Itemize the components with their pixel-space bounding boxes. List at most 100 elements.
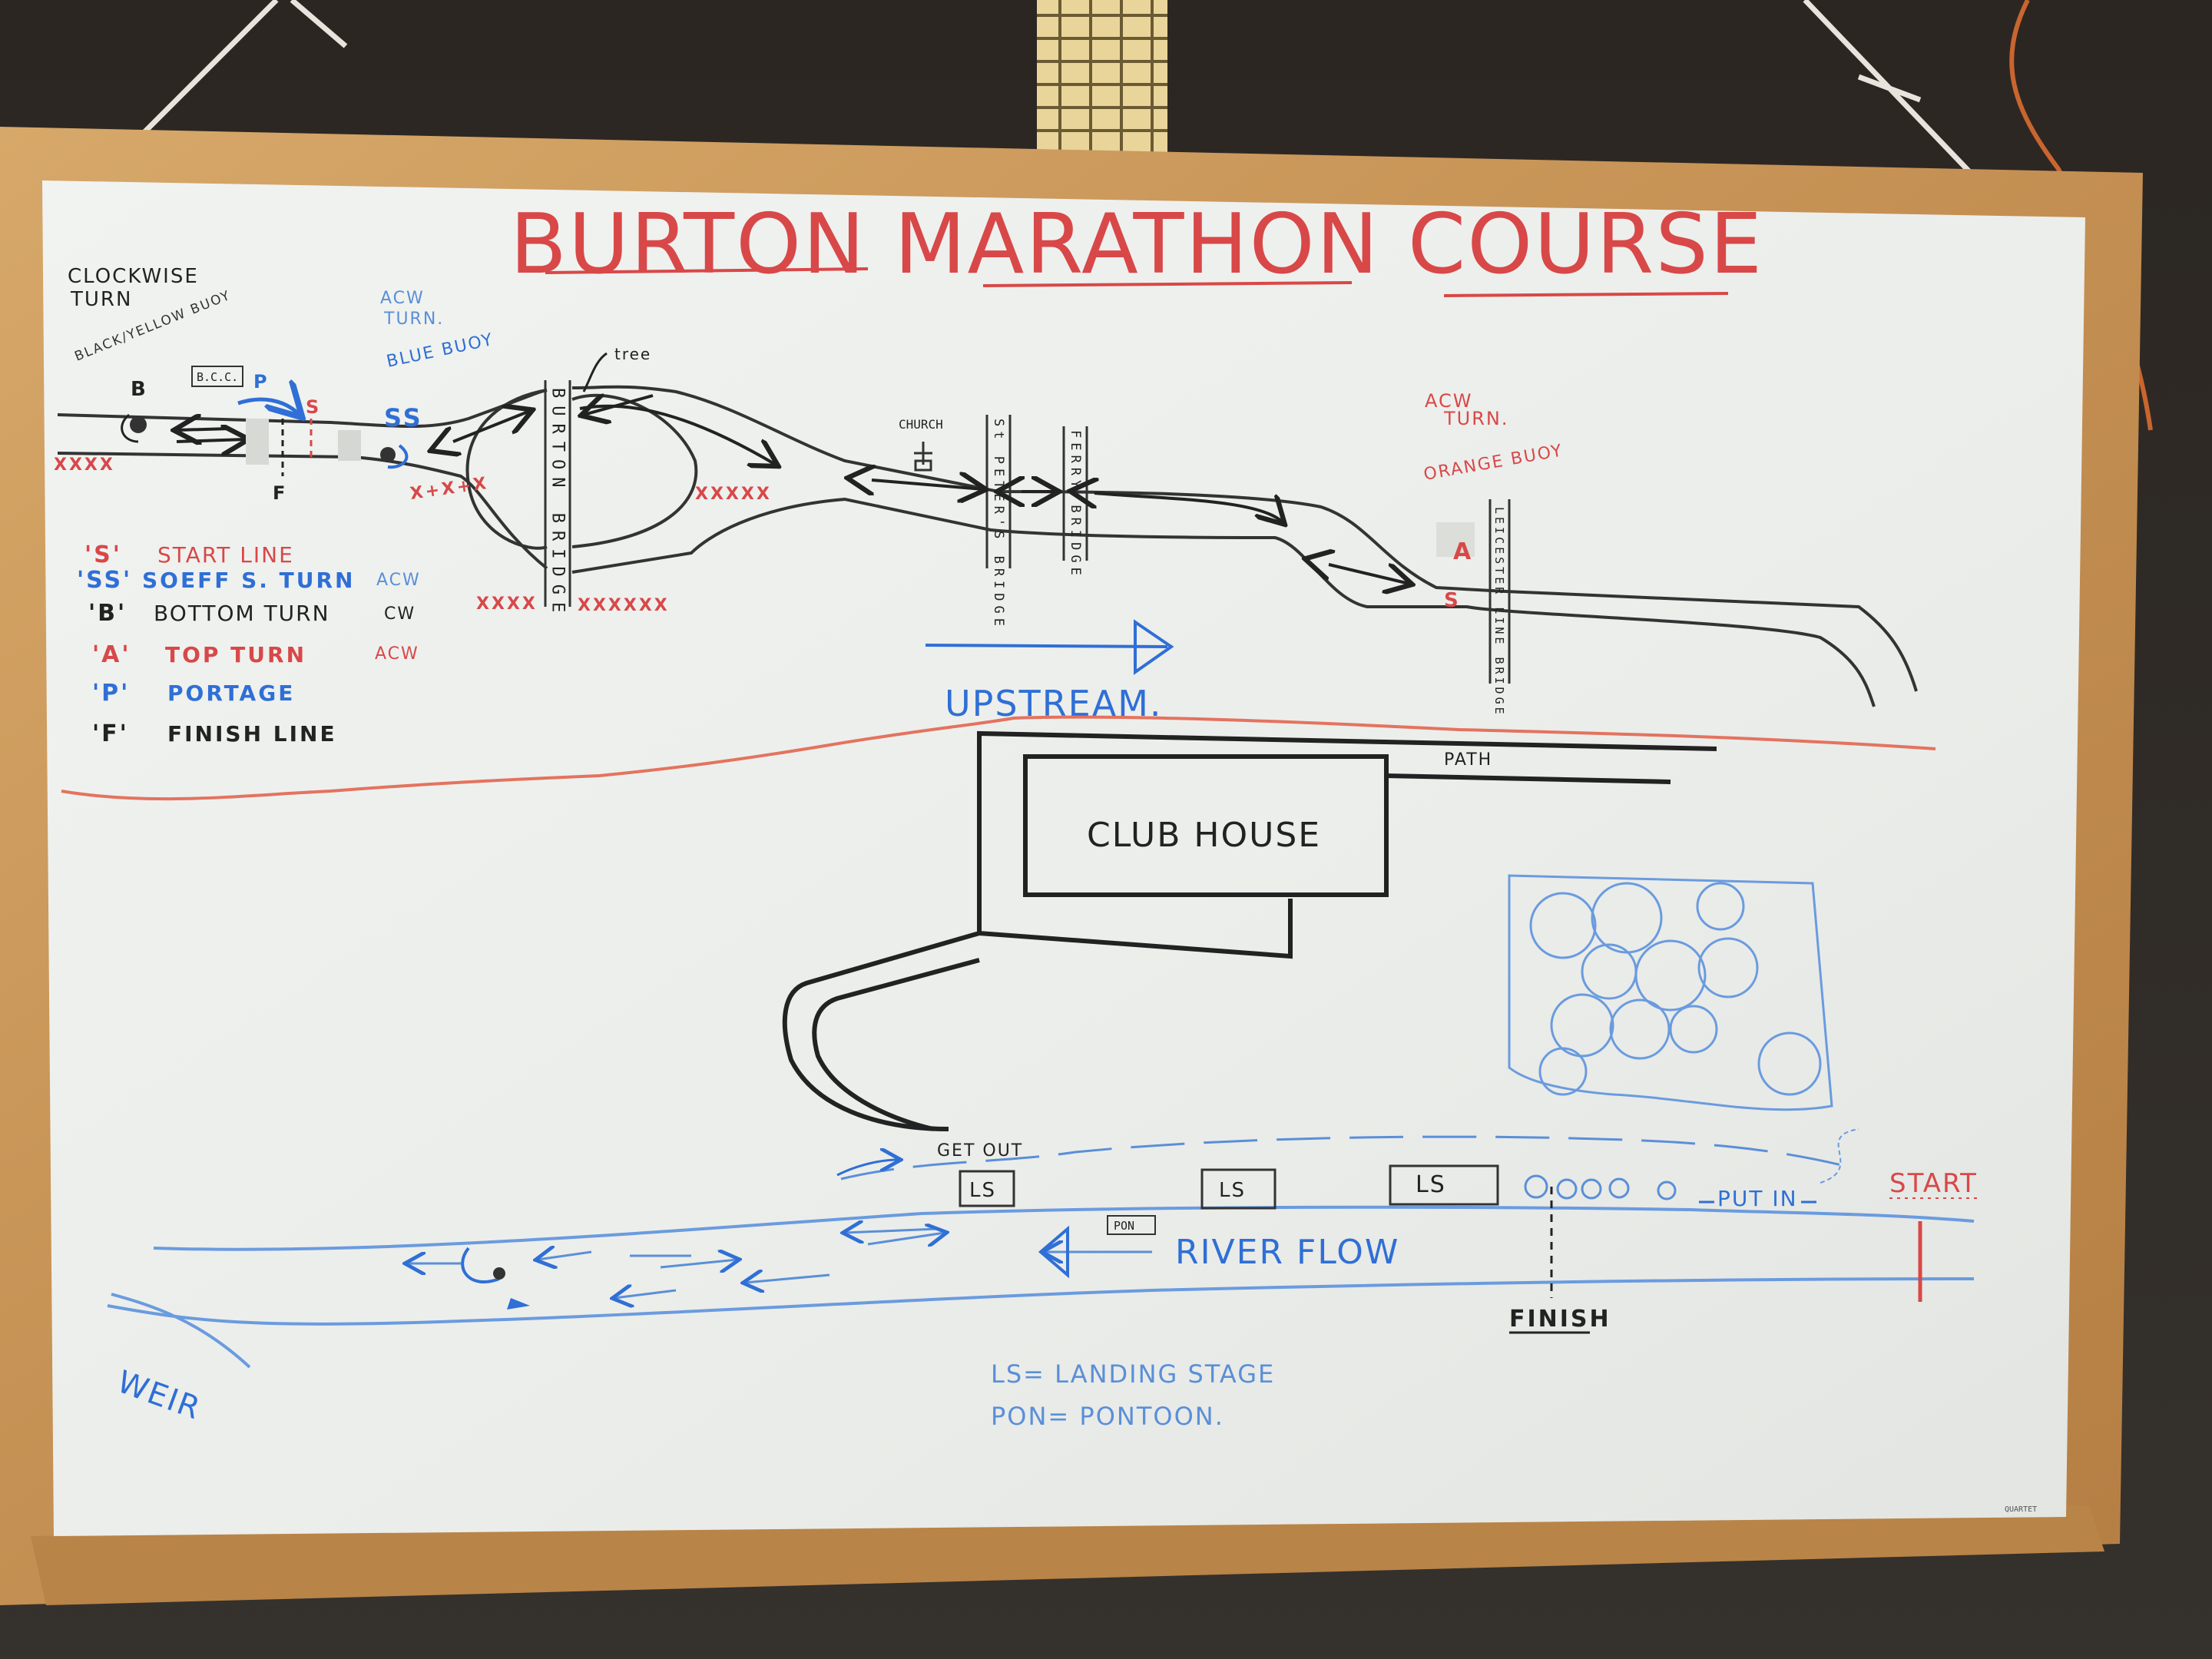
club-house-label: CLUB HOUSE xyxy=(1087,816,1321,855)
whiteboard-surface xyxy=(42,180,2085,1536)
burton-bridge xyxy=(544,380,571,607)
svg-text:BOTTOM TURN: BOTTOM TURN xyxy=(154,601,330,626)
svg-text:START LINE: START LINE xyxy=(157,542,294,568)
svg-text:PON: PON xyxy=(1114,1219,1134,1233)
svg-text:LS: LS xyxy=(1219,1179,1246,1202)
leicester-line-bridge-label: LEICESTER LINE BRIDGE xyxy=(1492,507,1506,717)
portage-p-label: P xyxy=(253,371,270,392)
top-turn-a-label: A xyxy=(1453,538,1473,565)
svg-text:XXXX: XXXX xyxy=(476,594,538,614)
svg-text:'P': 'P' xyxy=(92,680,130,707)
board-title: BURTON MARATHON COURSE xyxy=(510,197,1763,293)
landing-stage: LS xyxy=(1200,1168,1277,1210)
acw-turn-right-1: ACW xyxy=(1425,390,1472,412)
ss-turn-arrow-icon xyxy=(387,444,409,469)
weir-turn-arrow-icon xyxy=(461,1247,500,1284)
upstream-arrow xyxy=(925,644,1168,648)
leicester-line-bridge xyxy=(1488,499,1511,684)
acw-turn-right-2: TURN. xyxy=(1443,408,1508,429)
portage-arrow-icon xyxy=(237,399,300,415)
svg-text:'F': 'F' xyxy=(92,720,129,747)
acw-turn-left-1: ACW xyxy=(380,289,425,308)
clockwise-turn-label-2: TURN xyxy=(70,288,132,311)
legend-row: 'S' START LINE xyxy=(84,541,294,568)
access-road-inner xyxy=(812,958,980,1131)
put-in-path xyxy=(1820,1128,1859,1184)
portage-smudge xyxy=(246,419,269,465)
path-label: PATH xyxy=(1444,750,1492,770)
weir-buoy-marker xyxy=(493,1267,505,1280)
buoy-a-smudge xyxy=(1436,522,1475,557)
flow-arrows xyxy=(407,1229,1152,1298)
svg-text:LS: LS xyxy=(969,1179,996,1202)
svg-text:ACW: ACW xyxy=(376,571,421,590)
club-house-outline xyxy=(1023,754,1389,897)
clockwise-turn-label-1: CLOCKWISE xyxy=(68,265,199,288)
church-label: CHURCH xyxy=(899,417,943,432)
svg-text:XXXXX: XXXXX xyxy=(695,485,772,504)
trees-icon xyxy=(1529,882,1822,1096)
landing-stage: LS xyxy=(959,1170,1015,1207)
finish-f-label: F xyxy=(273,482,287,504)
svg-text:S: S xyxy=(1444,589,1461,612)
get-out-arrow-icon xyxy=(836,1160,899,1177)
legend-row: 'A' TOP TURN ACW xyxy=(92,641,419,668)
svg-text:SOEFF S. TURN: SOEFF S. TURN xyxy=(142,568,355,593)
club-perimeter xyxy=(977,730,1717,933)
svg-text:XXXXXX: XXXXXX xyxy=(578,596,670,615)
ceiling-light xyxy=(1037,0,1167,154)
svg-text:TOP TURN: TOP TURN xyxy=(165,642,306,667)
soeff-ss-label: SS xyxy=(384,403,423,432)
river-bank-bottom xyxy=(107,1277,1975,1326)
pontoon: PON xyxy=(1107,1215,1156,1235)
club-map: CLUB HOUSE PATH WEIR xyxy=(107,730,1982,1431)
svg-text:FINISH LINE: FINISH LINE xyxy=(167,721,337,747)
buoy-b-marker xyxy=(130,416,147,433)
burton-bridge-label: BURTON BRIDGE xyxy=(548,388,568,620)
bottom-turn-arrow-icon xyxy=(121,413,139,443)
key-pontoon: PON= PONTOON. xyxy=(991,1402,1224,1431)
trees-area xyxy=(1508,874,1833,1111)
landing-stage: LS xyxy=(1389,1164,1499,1206)
river-flow-arrow-icon xyxy=(1038,1225,1069,1279)
svg-text:XXXX: XXXX xyxy=(54,455,115,475)
legend-row: 'P' PORTAGE xyxy=(92,680,295,707)
key-landing-stage: LS= LANDING STAGE xyxy=(991,1359,1275,1389)
hanging-strings xyxy=(128,0,1984,187)
path-line xyxy=(1386,773,1671,784)
river-bank-top xyxy=(153,1205,1975,1251)
manufacturer-logo: QUARTET xyxy=(2005,1505,2037,1514)
svg-text:PORTAGE: PORTAGE xyxy=(167,680,295,706)
start-s-label: S xyxy=(306,396,321,418)
legend-row: 'B' BOTTOM TURN CW xyxy=(88,600,416,627)
start-label: START xyxy=(1889,1168,1978,1199)
ss-buoy-marker xyxy=(380,447,396,462)
ferry-bridge-label: FERRY BRIDGE xyxy=(1068,430,1083,580)
get-out-label: GET OUT xyxy=(937,1141,1023,1161)
finish-label: FINISH xyxy=(1509,1306,1611,1333)
river-bank-wave xyxy=(61,715,1936,801)
tree-label: tree xyxy=(614,345,651,363)
buoy-b-label: B xyxy=(131,378,148,401)
course-arrows xyxy=(177,396,1409,584)
put-in-label: PUT IN xyxy=(1717,1186,1798,1211)
svg-text:LS: LS xyxy=(1416,1171,1446,1198)
svg-text:CW: CW xyxy=(384,604,416,624)
svg-text:ACW: ACW xyxy=(375,644,419,664)
legend-row: 'SS' SOEFF S. TURN ACW xyxy=(77,567,421,594)
svg-text:'SS': 'SS' xyxy=(77,567,132,594)
acw-turn-left-2: TURN. xyxy=(383,310,444,329)
title-underlines xyxy=(545,267,1729,297)
upstream-arrow-head-icon xyxy=(1134,619,1174,675)
tree-pointer xyxy=(582,352,608,392)
put-in-boats-icon xyxy=(1524,1174,1677,1200)
st-peters-bridge-label: St PETER'S BRIDGE xyxy=(991,419,1006,631)
weir-marker-icon xyxy=(507,1298,530,1310)
weir-line xyxy=(111,1293,251,1369)
svg-text:'A': 'A' xyxy=(92,641,131,668)
river-flow-label: RIVER FLOW xyxy=(1175,1233,1399,1272)
access-road-outer xyxy=(782,899,1293,1131)
svg-text:'B': 'B' xyxy=(88,600,127,627)
legend-row: 'F' FINISH LINE xyxy=(92,720,337,747)
